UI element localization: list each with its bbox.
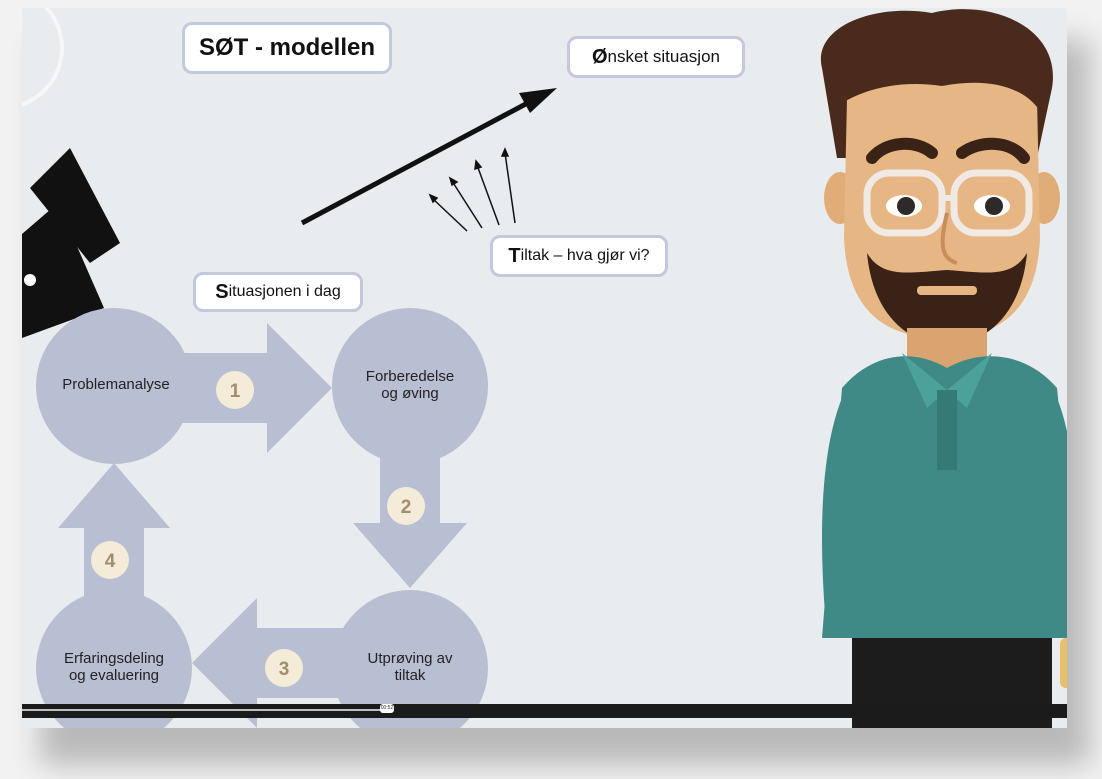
video-camera-icon [22, 148, 120, 338]
step-badge-4 [91, 541, 129, 579]
step-badge-2 [387, 487, 425, 525]
step-number-2: 2 [401, 497, 412, 518]
onsket-text: nsket situasjon [607, 47, 720, 66]
step-number-3: 3 [279, 659, 290, 680]
tiltak-initial: T [508, 244, 521, 267]
node-label-problemanalyse: Problemanalyse [62, 376, 170, 393]
video-timeline[interactable]: 00:52 [22, 704, 1067, 718]
cycle-node-erfaringsdeling [36, 590, 192, 728]
tiltak-text: iltak – hva gjør vi? [520, 247, 650, 264]
slide: SØT - modellen Ø nsket situasjon T iltak… [22, 8, 1067, 728]
progress-arrow [300, 88, 557, 226]
step-badge-3 [265, 649, 303, 687]
page-title: SØT - modellen [182, 22, 392, 74]
situasjon-initial: S [215, 280, 229, 303]
onsket-initial: Ø [591, 45, 608, 68]
tiltak-label: T iltak – hva gjør vi? [490, 235, 668, 277]
presenter-character [820, 9, 1067, 728]
cycle-node-problemanalyse [36, 308, 192, 464]
timeline-scrubber[interactable]: 00:52 [380, 704, 394, 713]
cycle-node-forberedelse [332, 308, 488, 464]
cycle-diagram: 1 2 3 4 [36, 308, 488, 728]
onsket-situasjon-label: Ø nsket situasjon [567, 36, 745, 78]
situasjon-label: S ituasjonen i dag [193, 272, 363, 312]
node-label-utproving: Utprøving av tiltak [367, 650, 453, 684]
step-badge-1 [216, 371, 254, 409]
node-label-forberedelse: Forberedelse og øving [365, 368, 455, 402]
step-number-4: 4 [105, 551, 116, 572]
timeline-progress [22, 709, 382, 711]
step-number-1: 1 [230, 381, 241, 402]
tiltak-arrows [428, 147, 516, 232]
situasjon-text: ituasjonen i dag [228, 283, 341, 300]
cycle-arrow-4 [58, 463, 170, 598]
cycle-node-utproving [332, 590, 488, 728]
node-label-erfaringsdeling: Erfaringsdeling og evaluering [63, 650, 165, 684]
